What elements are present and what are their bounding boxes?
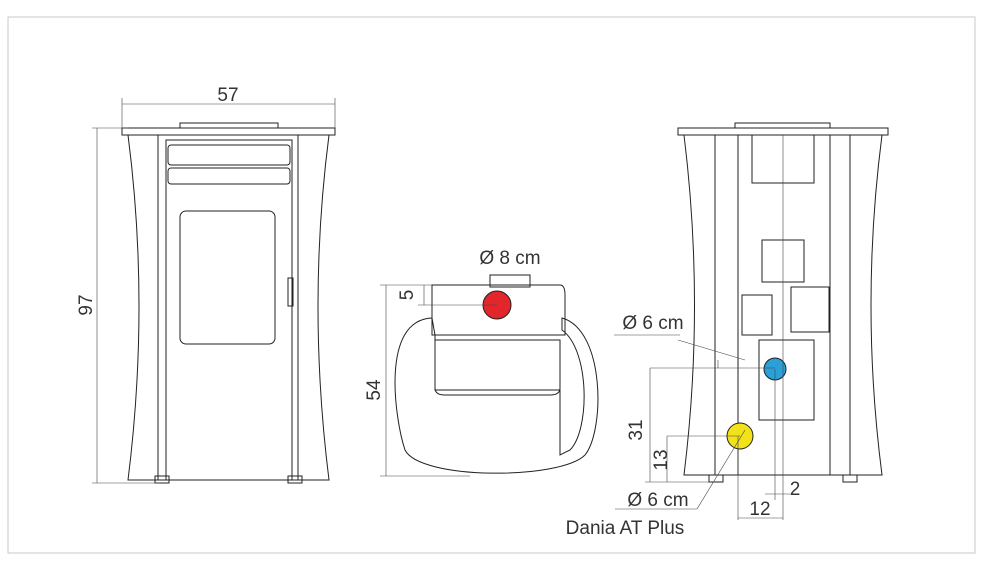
upper-pipe-height-label: 31	[626, 419, 647, 440]
flue-diameter-label: Ø 8 cm	[479, 248, 540, 269]
lower-offset-label: 12	[749, 499, 770, 520]
frame-border	[7, 16, 976, 554]
front-view: 57 97	[76, 85, 336, 484]
back-view: Ø 6 cm 31 13 Ø 6 cm Dania AT Plus 2 12	[566, 122, 889, 539]
depth-label: 54	[364, 379, 385, 401]
lower-pipe-height-label: 13	[651, 449, 672, 470]
height-label: 97	[76, 294, 97, 315]
flue-offset-label: 5	[397, 290, 418, 301]
width-label: 57	[217, 85, 238, 106]
model-name: Dania AT Plus	[566, 518, 685, 539]
lower-pipe-diameter-label: Ø 6 cm	[627, 490, 688, 511]
upper-pipe-diameter-label: Ø 6 cm	[622, 313, 683, 334]
upper-offset-label: 2	[790, 479, 801, 500]
top-view: Ø 8 cm 5 54	[364, 248, 599, 477]
